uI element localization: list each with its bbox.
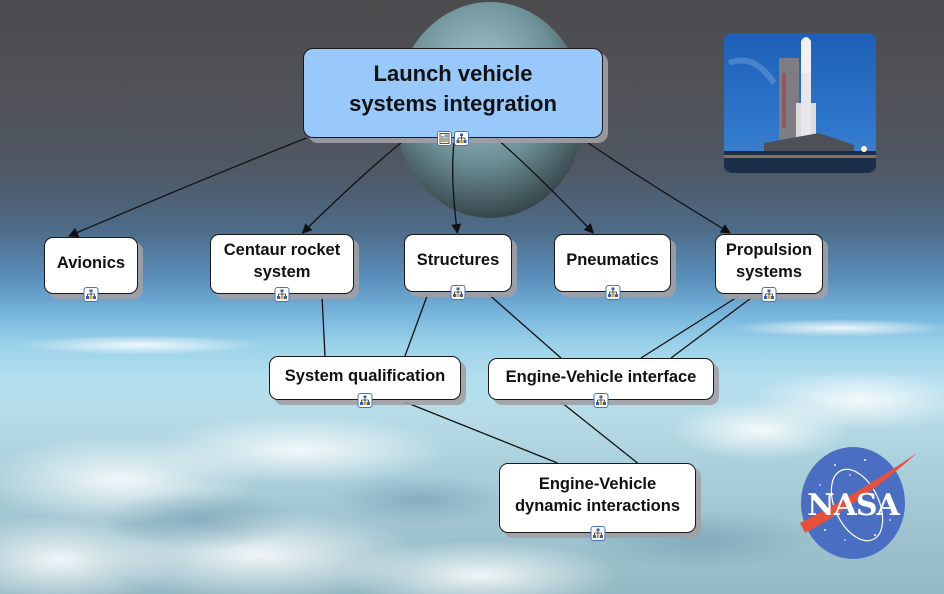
node-label-line: Propulsion — [725, 241, 813, 259]
edge-root-to-centaur — [301, 137, 408, 234]
node-launch-vehicle-systems-integration[interactable]: Launch vehicle systems integration — [303, 48, 603, 146]
node-engine-vehicle-interface[interactable]: Engine-Vehicle interface — [488, 358, 714, 408]
node-engine-vehicle-dynamic-interactions[interactable]: Engine-Vehicle dynamic interactions — [499, 463, 696, 541]
nasa-logo-text: NASA — [807, 488, 900, 523]
hierarchy-icon[interactable] — [605, 285, 620, 300]
hierarchy-icon[interactable] — [761, 287, 777, 302]
node-label-line: Structures — [416, 251, 500, 269]
node-system-qualification[interactable]: System qualification — [269, 356, 461, 408]
node-label-line: Engine-Vehicle interface — [505, 368, 697, 386]
node-label-line: Engine-Vehicle — [538, 475, 657, 493]
node-label-line: systems integration — [349, 91, 557, 116]
node-avionics[interactable]: Avionics — [44, 237, 138, 302]
node-label-line: dynamic interactions — [514, 497, 681, 515]
node-label-line: System qualification — [284, 367, 446, 385]
edge-root-to-structures — [451, 137, 462, 234]
edge-qualification-to-dynamic — [404, 401, 558, 464]
edge-propulsion-to-interface — [670, 295, 755, 359]
edge-structures-to-qualification — [404, 293, 429, 357]
edge-root-to-avionics — [68, 137, 307, 238]
hierarchy-icon[interactable] — [357, 393, 373, 408]
edge-structures-to-interface — [487, 293, 562, 359]
node-structures[interactable]: Structures — [404, 234, 512, 300]
rocket-launch-pad-photo — [724, 33, 876, 173]
node-label-line: system — [253, 263, 311, 281]
hierarchy-icon[interactable] — [454, 131, 469, 146]
node-label-line: Centaur rocket — [223, 241, 341, 259]
node-propulsion-systems[interactable]: Propulsion systems — [715, 234, 823, 302]
node-label-line: Avionics — [56, 253, 126, 272]
edge-propulsion-to-interface — [640, 295, 740, 359]
edge-root-to-pneumatics — [495, 137, 595, 234]
nasa-logo: NASA — [800, 447, 917, 559]
node-label-line: Launch vehicle — [373, 61, 533, 86]
node-pneumatics[interactable]: Pneumatics — [554, 234, 671, 300]
node-label-line: systems — [735, 263, 803, 281]
hierarchy-icon[interactable] — [590, 526, 605, 541]
node-centaur-rocket-system[interactable]: Centaur rocket system — [210, 234, 354, 302]
hierarchy-icon[interactable] — [593, 393, 609, 408]
edge-centaur-to-qualification — [321, 295, 326, 357]
hierarchy-icon[interactable] — [83, 287, 99, 302]
edge-root-to-propulsion — [580, 137, 731, 234]
node-label-line: Pneumatics — [566, 251, 659, 269]
edge-interface-to-dynamic — [560, 401, 638, 464]
note-icon[interactable] — [437, 131, 452, 146]
hierarchy-icon[interactable] — [450, 285, 466, 300]
hierarchy-icon[interactable] — [274, 287, 290, 302]
